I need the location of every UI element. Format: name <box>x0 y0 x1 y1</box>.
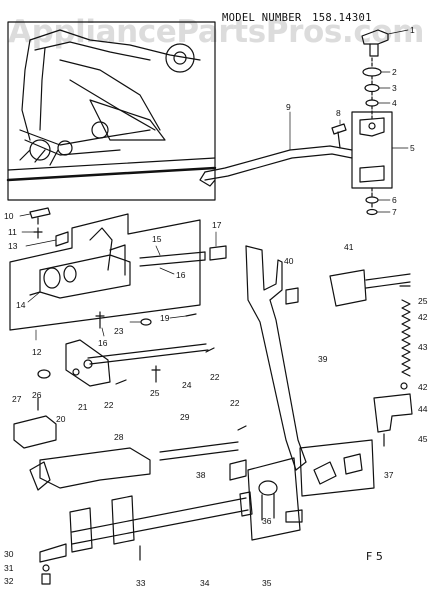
part-2-washer <box>362 67 382 77</box>
part-41-bracket <box>329 269 411 307</box>
part-17-spring <box>209 245 227 261</box>
part-label-12: 12 <box>32 347 42 357</box>
part-1-adjusting-screw <box>361 29 389 57</box>
part-15-rod <box>139 251 206 267</box>
part-label-37: 37 <box>384 470 394 480</box>
part-label-22-left: 22 <box>104 400 114 410</box>
part-label-20: 20 <box>56 414 66 424</box>
part-label-38: 38 <box>196 470 206 480</box>
part-42-clip-bottom <box>400 382 408 390</box>
part-36-screw <box>285 509 303 523</box>
part-label-26: 26 <box>32 390 42 400</box>
part-16-screw <box>95 311 105 329</box>
part-label-45: 45 <box>418 434 428 444</box>
part-label-23: 23 <box>114 326 124 336</box>
part-34-feed-rock-shaft <box>69 491 253 553</box>
part-25-screw <box>151 365 161 383</box>
part-label-39: 39 <box>318 354 328 364</box>
part-5-bracket <box>351 111 393 189</box>
part-label-36: 36 <box>262 516 272 526</box>
part-35-assembly <box>247 457 301 541</box>
part-10-clamp <box>29 207 51 225</box>
part-29-shaft <box>159 441 239 461</box>
part-11-screw <box>33 227 43 239</box>
part-label-28: 28 <box>114 432 124 442</box>
part-label-3: 3 <box>392 83 397 93</box>
figure-label: F 5 <box>366 550 383 563</box>
part-label-4: 4 <box>392 98 397 108</box>
part-3-washer <box>364 83 380 93</box>
part-19-pin <box>185 313 197 317</box>
part-label-32: 32 <box>4 576 14 586</box>
part-label-1: 1 <box>410 25 415 35</box>
model-number-label: MODEL NUMBER <box>222 12 302 24</box>
part-43-spring <box>401 299 411 377</box>
part-label-22-right: 22 <box>210 372 220 382</box>
part-label-17: 17 <box>212 220 222 230</box>
part-12-rock-shaft-assembly <box>9 213 201 331</box>
part-20-knob <box>37 369 51 379</box>
part-22-clip-right <box>205 347 215 353</box>
part-9-link <box>199 145 353 187</box>
part-label-33: 33 <box>136 578 146 588</box>
part-44-bracket <box>373 393 413 433</box>
part-label-31: 31 <box>4 563 14 573</box>
part-label-8: 8 <box>336 108 341 118</box>
part-label-41: 41 <box>344 242 354 252</box>
part-label-42-upper: 42 <box>418 312 428 322</box>
part-label-6: 6 <box>392 195 397 205</box>
part-13-spring <box>55 231 69 247</box>
part-label-24: 24 <box>182 380 192 390</box>
part-23-washer <box>140 318 152 326</box>
part-21-bracket <box>65 339 111 387</box>
part-label-27: 27 <box>12 394 22 404</box>
part-label-2: 2 <box>392 67 397 77</box>
part-label-16-upper: 16 <box>176 270 186 280</box>
part-label-29: 29 <box>180 412 190 422</box>
part-30-spring <box>39 543 67 563</box>
part-label-9: 9 <box>286 102 291 112</box>
part-label-40: 40 <box>284 256 294 266</box>
part-label-44: 44 <box>418 404 428 414</box>
part-37-assembly <box>299 439 375 497</box>
part-label-43: 43 <box>418 342 428 352</box>
part-38-collar <box>229 459 247 481</box>
part-4-washer <box>365 99 379 107</box>
part-31-washer <box>42 564 50 572</box>
part-label-5: 5 <box>410 143 415 153</box>
part-labels: 1 2 3 4 5 6 7 8 9 10 11 12 13 14 15 16 1… <box>4 25 428 588</box>
part-32-nut <box>41 573 51 585</box>
part-40-screw <box>285 287 299 305</box>
part-label-25-right: 25 <box>418 296 428 306</box>
part-label-22-lower: 22 <box>230 398 240 408</box>
part-label-30: 30 <box>4 549 14 559</box>
part-28-feed-bar <box>29 447 151 491</box>
part-22-clip-lower <box>237 425 247 431</box>
part-label-19: 19 <box>160 313 170 323</box>
part-label-25-left: 25 <box>150 388 160 398</box>
part-27-presser <box>13 415 57 449</box>
part-label-21: 21 <box>78 402 88 412</box>
part-label-13: 13 <box>8 241 18 251</box>
inset-machine-view <box>6 21 217 201</box>
part-label-11: 11 <box>8 227 17 237</box>
part-24-shaft <box>87 343 209 365</box>
part-label-35: 35 <box>262 578 272 588</box>
model-number-value: 158.14301 <box>312 12 372 24</box>
part-7-nut <box>366 208 378 216</box>
part-label-15: 15 <box>152 234 162 244</box>
part-8-screw <box>331 123 347 149</box>
part-6-washer <box>365 196 379 204</box>
part-label-14: 14 <box>16 300 26 310</box>
model-number-header: MODEL NUMBER 158.14301 <box>222 12 376 24</box>
part-22-clip-left <box>115 379 127 385</box>
part-label-10: 10 <box>4 211 14 221</box>
part-label-34: 34 <box>200 578 210 588</box>
part-label-7: 7 <box>392 207 397 217</box>
part-label-42-lower: 42 <box>418 382 428 392</box>
part-label-16-lower: 16 <box>98 338 108 348</box>
part-39-lever <box>245 245 307 471</box>
